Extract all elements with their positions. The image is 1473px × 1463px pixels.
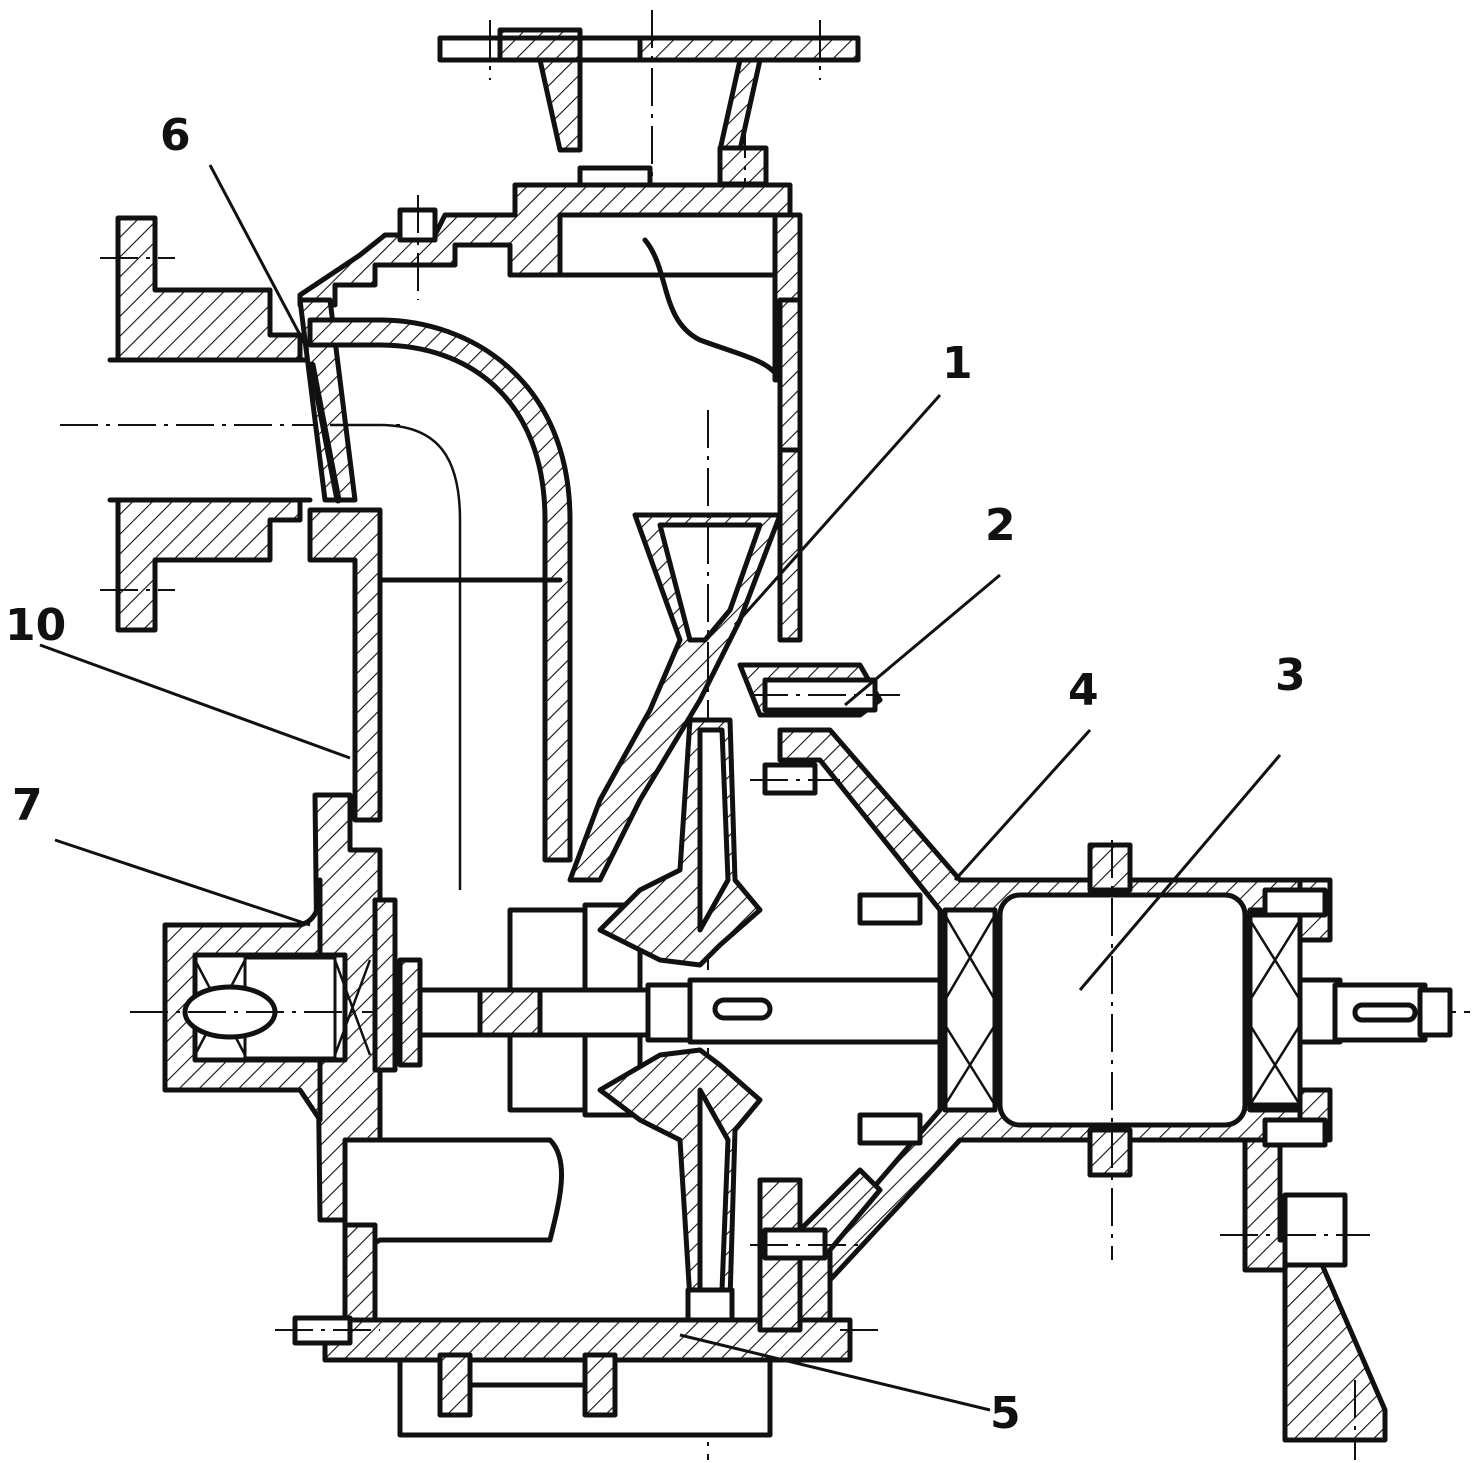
fasteners (397, 195, 1328, 1148)
leader-7 (54, 838, 311, 927)
leader-6 (208, 164, 310, 351)
callout-10: 10 (5, 600, 66, 651)
callout-3: 3 (1275, 650, 1306, 701)
suction-inlet (60, 215, 400, 633)
callout-6: 6 (160, 110, 191, 161)
callout-1: 1 (942, 338, 973, 389)
bearing-housing (777, 727, 1388, 1460)
rear-bearing-cover (130, 877, 1470, 1123)
callout-7: 7 (12, 780, 43, 831)
leader-1 (733, 394, 942, 626)
leader-5 (679, 1333, 991, 1412)
leader-2 (844, 573, 1001, 707)
callout-2: 2 (985, 500, 1016, 551)
leader-lines (39, 164, 1282, 1412)
leader-10 (39, 643, 351, 760)
leader-4 (953, 728, 1092, 882)
callout-4: 4 (1068, 665, 1099, 716)
callout-5: 5 (990, 1388, 1021, 1439)
callout-labels: 1 2 3 4 5 6 7 10 (5, 110, 1306, 1439)
lower-casing (275, 1137, 883, 1438)
pump-casing (297, 182, 900, 1460)
leader-3 (1078, 754, 1282, 991)
